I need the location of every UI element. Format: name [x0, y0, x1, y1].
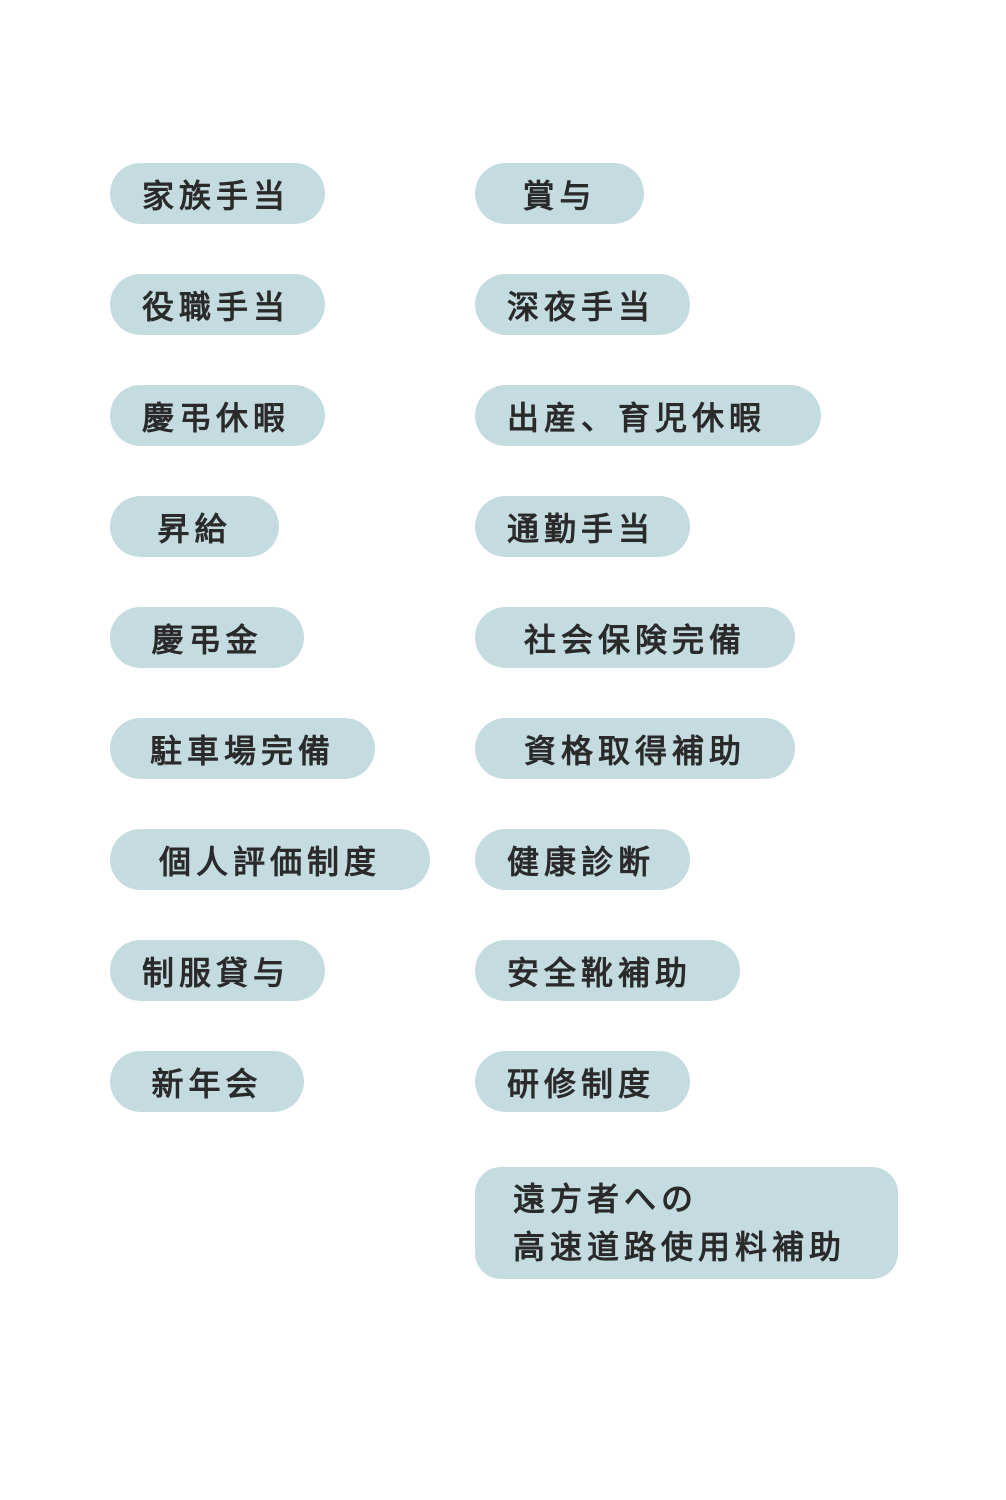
benefit-label: 家族手当 [142, 176, 291, 215]
benefit-label: 個人評価制度 [158, 842, 381, 881]
benefit-label: 資格取得補助 [523, 731, 746, 770]
benefit-label: 駐車場完備 [149, 731, 335, 770]
benefit-tag: 賞与 [475, 163, 644, 224]
benefit-label-line1: 遠方者への [513, 1180, 699, 1218]
benefit-tag: 深夜手当 [475, 274, 690, 335]
benefit-tag: 昇給 [110, 496, 279, 557]
benefit-tag-multiline: 遠方者への 高速道路使用料補助 [475, 1167, 898, 1279]
benefit-label: 制服貸与 [142, 953, 291, 992]
right-benefits-column: 賞与 深夜手当 出産、育児休暇 通勤手当 社会保険完備 資格取得補助 健康診断 … [475, 163, 898, 1279]
left-benefits-column: 家族手当 役職手当 慶弔休暇 昇給 慶弔金 駐車場完備 個人評価制度 制服貸与 … [110, 163, 430, 1162]
benefit-label: 役職手当 [142, 287, 291, 326]
benefit-tag: 通勤手当 [475, 496, 690, 557]
benefit-tag: 健康診断 [475, 829, 690, 890]
benefit-tag: 制服貸与 [110, 940, 325, 1001]
benefit-tag: 駐車場完備 [110, 718, 375, 779]
benefit-tag: 慶弔金 [110, 607, 304, 668]
benefit-label-line2: 高速道路使用料補助 [513, 1228, 847, 1266]
benefit-label: 昇給 [157, 509, 232, 548]
benefit-tag: 家族手当 [110, 163, 325, 224]
benefit-tag: 慶弔休暇 [110, 385, 325, 446]
benefit-label: 新年会 [151, 1064, 263, 1103]
benefit-label: 研修制度 [507, 1064, 656, 1103]
benefit-tag: 研修制度 [475, 1051, 690, 1112]
benefit-label: 通勤手当 [507, 509, 656, 548]
benefit-tag: 役職手当 [110, 274, 325, 335]
benefit-tag: 新年会 [110, 1051, 304, 1112]
benefit-tag: 資格取得補助 [475, 718, 795, 779]
benefit-tag: 個人評価制度 [110, 829, 430, 890]
benefit-tag: 安全靴補助 [475, 940, 740, 1001]
benefit-tag: 出産、育児休暇 [475, 385, 821, 446]
benefit-label: 出産、育児休暇 [507, 398, 767, 437]
benefit-label: 深夜手当 [507, 287, 656, 326]
benefit-tag: 社会保険完備 [475, 607, 795, 668]
benefit-label: 健康診断 [507, 842, 656, 881]
benefit-label: 安全靴補助 [507, 953, 693, 992]
benefit-label: 慶弔金 [151, 620, 263, 659]
benefit-label: 慶弔休暇 [142, 398, 291, 437]
benefit-label: 社会保険完備 [523, 620, 746, 659]
benefit-label: 賞与 [522, 176, 597, 215]
